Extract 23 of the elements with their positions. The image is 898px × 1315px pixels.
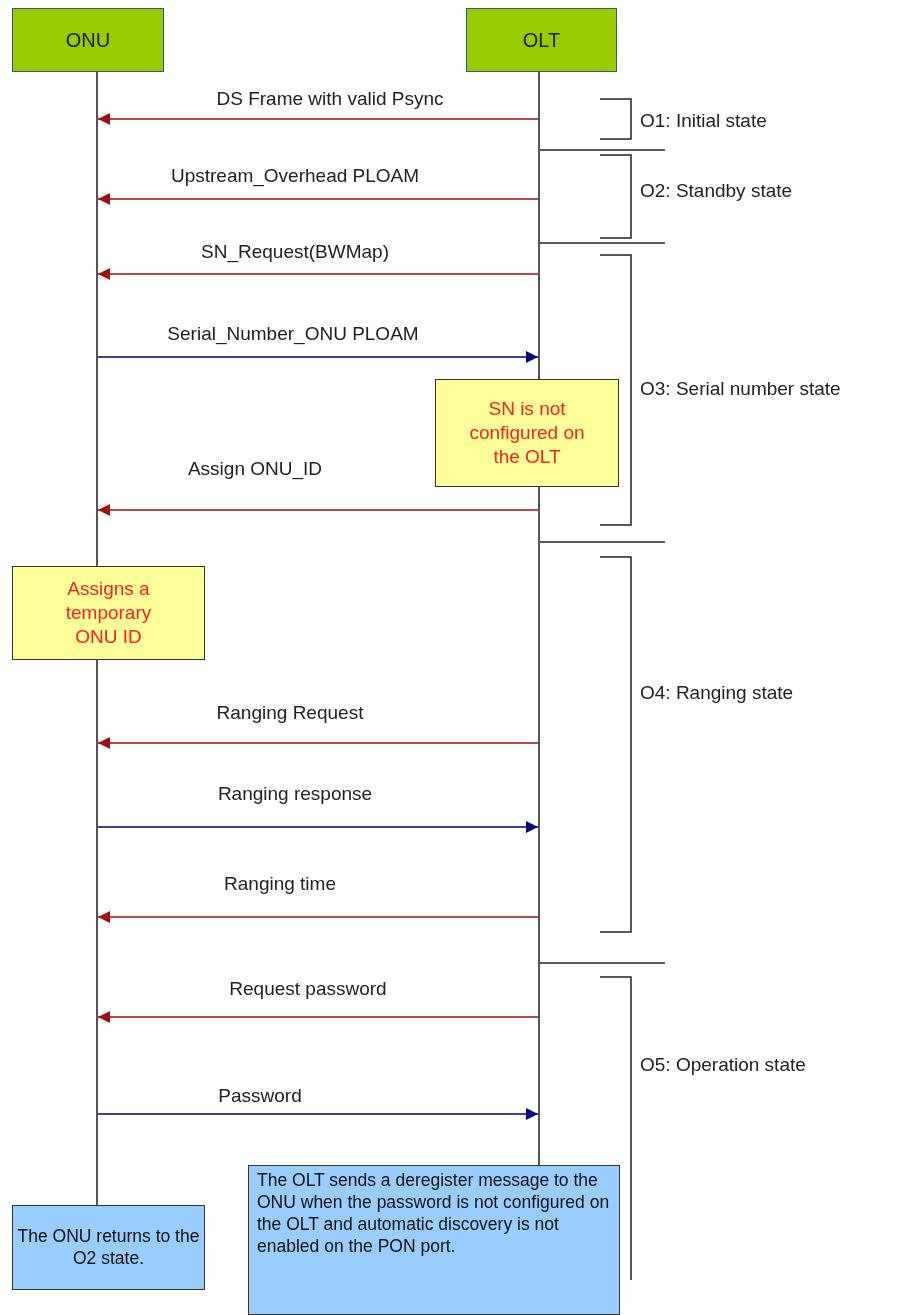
message-arrow (97, 113, 539, 125)
lifeline-header: ONU (12, 8, 164, 72)
message-arrow (97, 351, 539, 363)
state-label: O4: Ranging state (640, 682, 794, 705)
message-arrow (97, 821, 539, 833)
message-arrow (97, 737, 539, 749)
note-box: SN is not configured on the OLT (435, 379, 619, 487)
message-arrow (97, 504, 539, 516)
message-arrow (97, 268, 539, 280)
state-label: O2: Standby state (640, 180, 793, 203)
state-label: O5: Operation state (640, 1054, 806, 1077)
lifeline-header: OLT (466, 8, 617, 72)
note-box: The ONU returns to the O2 state. (12, 1205, 205, 1290)
note-box: Assigns a temporary ONU ID (12, 566, 205, 660)
lifeline (96, 72, 98, 1205)
lifeline (538, 72, 540, 1165)
state-label: O3: Serial number state (640, 378, 841, 401)
state-label: O1: Initial state (640, 110, 767, 133)
note-box: The OLT sends a deregister message to the ONU when the password is not configured on the OLT and automatic discovery is not enabled on the PON port. (248, 1165, 620, 1315)
message-arrow (97, 1108, 539, 1120)
message-arrow (97, 1011, 539, 1023)
message-arrow (97, 911, 539, 923)
message-arrow (97, 193, 539, 205)
